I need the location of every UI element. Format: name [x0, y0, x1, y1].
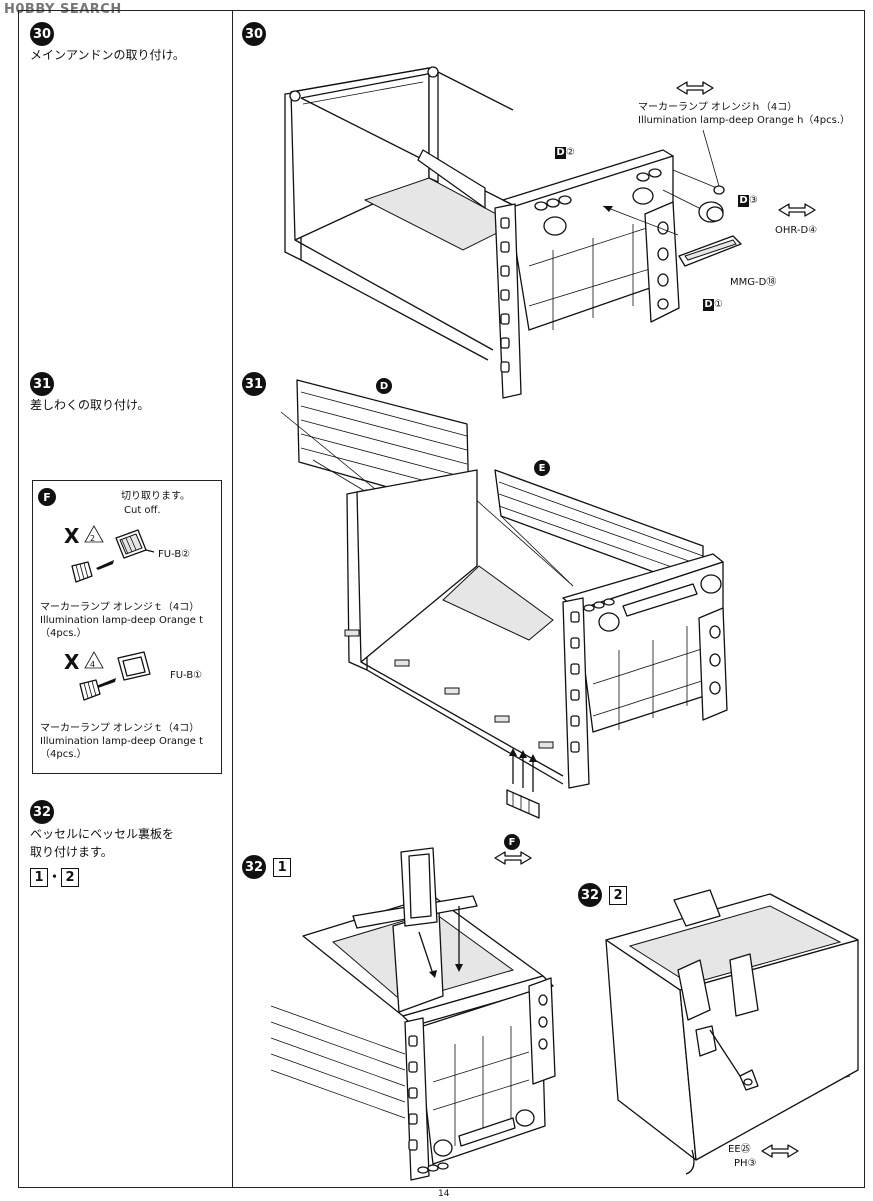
label-f-badge: F: [504, 834, 520, 850]
d2-label: D②: [555, 147, 575, 159]
label-ee25: EE㉕: [728, 1144, 751, 1155]
d1-label: D①: [703, 299, 723, 311]
r-step-31-badge: 31: [242, 372, 266, 396]
sub-ref-dot: ・: [48, 870, 62, 885]
lamp-pcs-1: （4pcs.）: [40, 628, 87, 639]
label-ph3: PH③: [734, 1158, 757, 1169]
step-31-vessel-drawing: [280, 379, 728, 865]
d3-label: D③: [738, 195, 758, 207]
page-number: 14: [438, 1189, 450, 1199]
step-30-vessel-drawing: [284, 66, 816, 399]
part-fu-b1: FU-B①: [170, 670, 203, 681]
warning-num-1: 2: [90, 534, 96, 543]
fu-b2-part-drawing: [71, 529, 155, 583]
step-32-line1: ベッセルにベッセル裏板を: [30, 827, 175, 841]
ohr-label: OHR-D④: [775, 225, 818, 236]
f-badge: F: [38, 488, 56, 506]
lamp-jp-1: マーカーランプ オレンジｔ（4コ）: [40, 602, 200, 613]
watermark: H0BBY SEARCH: [4, 2, 122, 17]
step-32-2-vessel-drawing: [605, 889, 859, 1175]
lamp-h-en: Illumination lamp-deep Orange h（4pcs.）: [638, 115, 851, 126]
step-30-title: メインアンドンの取り付け。: [30, 48, 185, 62]
r-step-32-1-badge: 32: [242, 855, 266, 879]
label-e-badge: E: [534, 460, 550, 476]
warning-num-2: 4: [90, 660, 96, 669]
cut-off-jp: 切り取ります。: [121, 491, 190, 502]
sub-ref-2: 2: [61, 868, 80, 887]
r-step-32-1-sub: 1: [273, 857, 292, 877]
part-fu-b2: FU-B②: [158, 549, 191, 560]
step-32-2-heading: 32 2: [578, 883, 628, 907]
x-mark-1: X: [64, 524, 80, 548]
step-32-1-heading: 32 1: [242, 855, 292, 879]
lamp-jp-2: マーカーランプ オレンジｔ（4コ）: [40, 723, 200, 734]
step-32-line2: 取り付けます。: [30, 845, 113, 859]
r-step-30-badge: 30: [242, 22, 266, 46]
warning-triangle-icon: [84, 651, 104, 669]
step-30-badge: 30: [30, 22, 54, 46]
cut-off-en: Cut off.: [124, 505, 161, 516]
lamp-en-1: Illumination lamp-deep Orange t: [40, 615, 203, 626]
r-step-32-2-badge: 32: [578, 883, 602, 907]
fu-b1-part-drawing: [79, 651, 151, 701]
step-32-1-vessel-drawing: [270, 847, 556, 1181]
step-32-badge: 32: [30, 800, 54, 824]
r-step-32-2-sub: 2: [609, 885, 628, 905]
lamp-pcs-2: （4pcs.）: [40, 749, 87, 760]
f-part-box: [32, 480, 222, 774]
double-arrow-icon: [761, 1144, 799, 1158]
column-divider: [232, 10, 233, 1188]
step-31-title: 差しわくの取り付け。: [30, 398, 150, 412]
page-frame: [18, 10, 865, 1188]
x-mark-2: X: [64, 650, 80, 674]
label-d-badge: D: [376, 378, 392, 394]
warning-triangle-icon: [84, 525, 104, 543]
lamp-h-jp: マーカーランプ オレンジｈ（4コ）: [638, 102, 798, 113]
mmg-label: MMG-D⑱: [730, 277, 777, 288]
step-31-badge: 31: [30, 372, 54, 396]
sub-ref-1: 1: [30, 868, 48, 887]
lamp-en-2: Illumination lamp-deep Orange t: [40, 736, 203, 747]
step-32-subrefs: 1・2: [30, 866, 80, 887]
